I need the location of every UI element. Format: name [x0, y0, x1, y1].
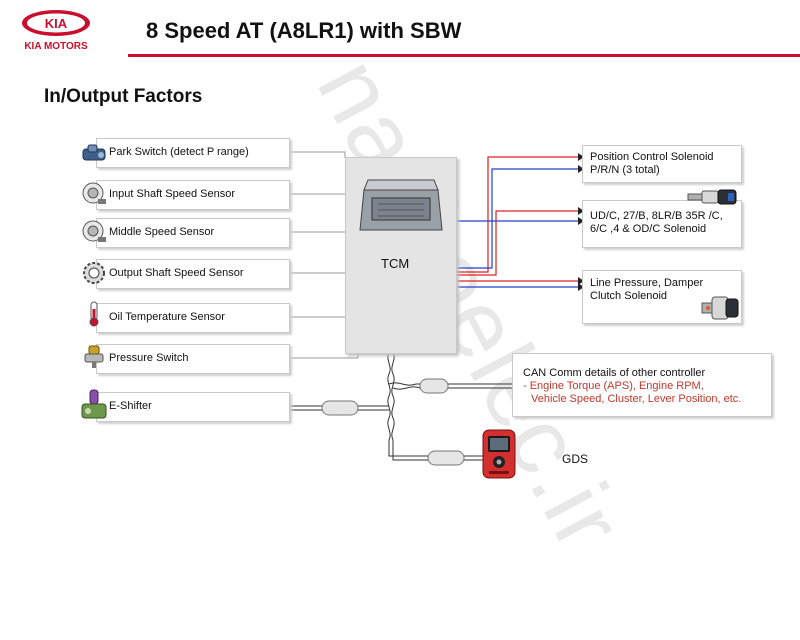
output-clutch-solenoids: UD/C, 27/B, 8LR/B 35R /C, 6/C ,4 & OD/C …	[582, 200, 742, 248]
input-label: Park Switch (detect P range)	[109, 146, 249, 158]
speed-sensor-icon	[82, 182, 106, 204]
input-label: Output Shaft Speed Sensor	[109, 267, 244, 279]
input-label: Middle Speed Sensor	[109, 226, 215, 238]
input-label: Oil Temperature Sensor	[109, 311, 225, 323]
input-label: Input Shaft Speed Sensor	[109, 188, 235, 200]
output-wires	[455, 156, 578, 288]
input-oil-temp-sensor: Oil Temperature Sensor	[96, 303, 290, 333]
input-label: E-Shifter	[109, 400, 152, 412]
shifter-icon	[81, 389, 107, 419]
slide-title: 8 Speed AT (A8LR1) with SBW	[146, 18, 462, 43]
input-input-shaft-sensor: Input Shaft Speed Sensor	[96, 180, 290, 210]
can-signal-list: - Engine Torque (APS), Engine RPM,	[523, 380, 704, 392]
input-e-shifter: E-Shifter	[96, 392, 290, 422]
can-signal-list: Vehicle Speed, Cluster, Lever Position, …	[531, 393, 742, 405]
logo-text: KIA	[45, 16, 68, 31]
speed-sensor-icon	[82, 220, 106, 242]
solenoid-icon	[687, 189, 737, 205]
wiring-diagram	[289, 151, 584, 466]
kia-logo: KIA KIA MOTORS	[22, 10, 90, 52]
wire-connectors	[321, 378, 465, 466]
input-wires	[289, 151, 359, 359]
output-line1: UD/C, 27/B, 8LR/B 35R /C,	[590, 210, 723, 222]
input-pressure-switch: Pressure Switch	[96, 344, 290, 374]
tcm-label: TCM	[381, 256, 410, 271]
can-comm-box: CAN Comm details of other controller - E…	[512, 353, 772, 417]
input-label: Pressure Switch	[109, 352, 189, 364]
input-middle-speed-sensor: Middle Speed Sensor	[96, 218, 290, 248]
input-output-shaft-sensor: Output Shaft Speed Sensor	[96, 259, 290, 289]
gds-label: GDS	[562, 452, 589, 466]
gds-scanner-icon	[482, 429, 516, 479]
pressure-switch-icon	[84, 345, 104, 368]
title-divider	[128, 54, 800, 57]
thermometer-icon	[89, 301, 99, 327]
park-switch-icon	[82, 144, 106, 161]
output-line1: Position Control Solenoid	[590, 151, 714, 163]
logo-subtext: KIA MOTORS	[24, 41, 88, 52]
input-park-switch: Park Switch (detect P range)	[96, 138, 290, 168]
output-line1: Line Pressure, Damper	[590, 277, 704, 289]
output-line2: Clutch Solenoid	[590, 290, 668, 302]
section-title: In/Output Factors	[44, 86, 203, 107]
gear-sensor-icon	[83, 262, 105, 284]
output-position-control-solenoid: Position Control Solenoid P/R/N (3 total…	[582, 145, 742, 183]
output-line2: 6/C ,4 & OD/C Solenoid	[590, 223, 707, 235]
solenoid-icon	[701, 296, 739, 320]
can-title: CAN Comm details of other controller	[523, 367, 706, 379]
arrowheads	[578, 153, 584, 291]
output-line2: P/R/N (3 total)	[590, 164, 660, 176]
ecu-icon	[359, 179, 443, 231]
